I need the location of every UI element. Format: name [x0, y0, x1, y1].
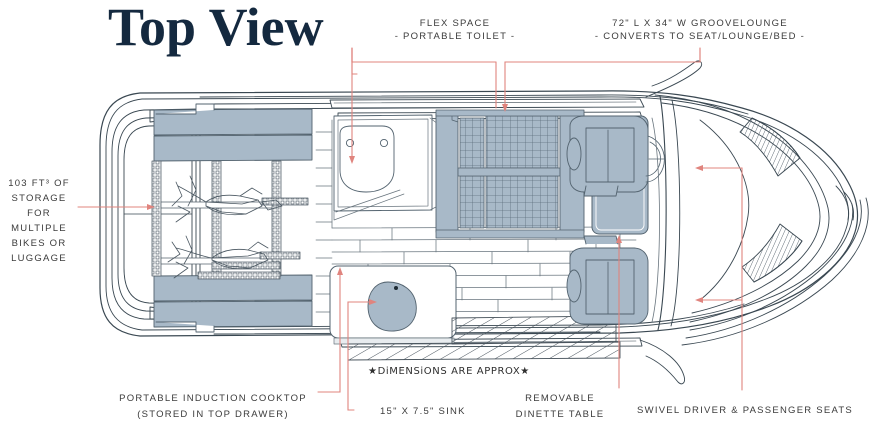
page-title: Top View: [108, 0, 324, 57]
callout-dinette-line2: DINETTE TABLE: [515, 409, 605, 420]
callout-storage: 103 FT³ OF STORAGE FOR MULTIPLE BIKES OR…: [2, 176, 76, 266]
callout-flex-space-line2: - PORTABLE TOILET -: [394, 31, 516, 42]
callout-cooktop: PORTABLE INDUCTION COOKTOP (STORED IN TO…: [108, 391, 318, 423]
callout-flex-space-line1: FLEX SPACE: [419, 18, 491, 29]
callout-dinette-line1: REMOVABLE: [525, 393, 595, 404]
dimensions-approx-note: ★DiMENSiONS ARE APPROX★: [368, 366, 530, 377]
callout-cooktop-line1: PORTABLE INDUCTION COOKTOP: [119, 393, 307, 404]
callout-dinette: REMOVABLE DINETTE TABLE: [500, 391, 620, 423]
callout-storage-line1: 103 FT³ OF: [8, 178, 70, 189]
callout-storage-line5: BIKES OR: [11, 238, 67, 249]
callout-swivel-seats-line1: SWIVEL DRIVER & PASSENGER SEATS: [637, 405, 853, 416]
callout-groovelounge: 72" L X 34" W GROOVELOUNGE - CONVERTS TO…: [575, 17, 825, 43]
callout-sink: 15" X 7.5" SINK: [380, 405, 500, 418]
callout-cooktop-line2: (STORED IN TOP DRAWER): [137, 409, 289, 420]
callout-groovelounge-line1: 72" L X 34" W GROOVELOUNGE: [612, 18, 788, 29]
callout-storage-line2: STORAGE: [11, 193, 67, 204]
callout-storage-line6: LUGGAGE: [11, 253, 67, 264]
callout-sink-line1: 15" X 7.5" SINK: [380, 406, 466, 417]
callout-storage-line3: FOR: [27, 208, 51, 219]
callout-storage-line4: MULTIPLE: [11, 223, 67, 234]
callout-swivel-seats: SWIVEL DRIVER & PASSENGER SEATS: [620, 404, 870, 417]
leader-lines: [77, 47, 743, 411]
callout-groovelounge-line2: - CONVERTS TO SEAT/LOUNGE/BED -: [594, 31, 806, 42]
callout-flex-space: FLEX SPACE - PORTABLE TOILET -: [380, 17, 530, 43]
